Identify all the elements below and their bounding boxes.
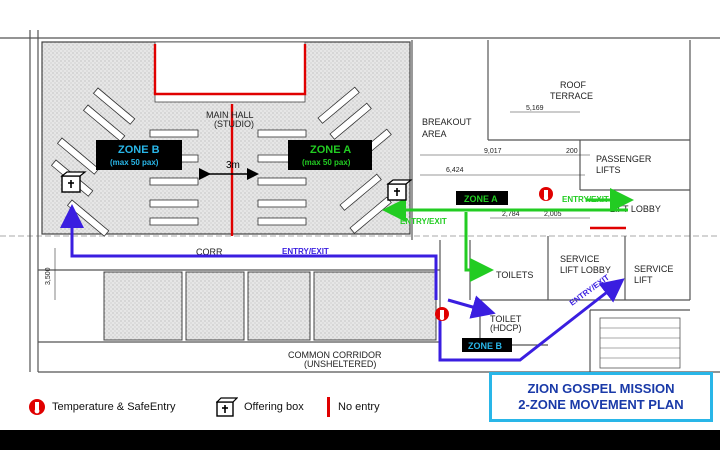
dim-6424: 6,424 (446, 167, 464, 174)
thermometer-scan-icon (435, 307, 449, 321)
zone-b-tag: ZONE B (468, 341, 503, 351)
dim-200: 200 (566, 148, 578, 155)
zone-a-entry-exit-left: ENTRY/EXIT (400, 217, 447, 226)
corr-label: CORR (196, 247, 223, 257)
dim-2005: 2,005 (544, 211, 562, 218)
main-hall-label: MAIN HALL (206, 110, 254, 120)
passenger-lifts-label-2: LIFTS (596, 165, 621, 175)
thermometer-scan-icon (539, 187, 553, 201)
legend: Temperature & SafeEntry Offering box No … (0, 392, 720, 430)
breakout-label-1: BREAKOUT (422, 117, 472, 127)
offering-box-icon (216, 397, 238, 417)
dimension-lines (54, 111, 590, 300)
gap-3m-label: 3m (226, 160, 240, 171)
zone-b-title: ZONE B (118, 144, 160, 156)
common-corridor-label: COMMON CORRIDOR (288, 350, 382, 360)
zone-b-entry-exit-left: ENTRY/EXIT (282, 247, 329, 256)
zone-a-route (382, 188, 634, 282)
roof-terrace-label-1: ROOF (560, 80, 587, 90)
service-lift-label-2: LIFT (634, 275, 653, 285)
no-entry-line-icon (327, 397, 330, 417)
zone-a-label-box (288, 140, 372, 170)
passenger-lifts-label-1: PASSENGER (596, 154, 652, 164)
zone-b-entry-exit-right: ENTRY/EXIT (568, 273, 611, 308)
toilet-hdcp-label-1: TOILET (490, 314, 522, 324)
dim-5169: 5,169 (526, 105, 544, 112)
plan-title-box: ZION GOSPEL MISSION 2-ZONE MOVEMENT PLAN (489, 372, 713, 422)
zone-a-tag: ZONE A (464, 194, 498, 204)
offering-box-icon (60, 171, 87, 193)
zone-b-label-box (96, 140, 182, 170)
offering-box-icon (386, 179, 413, 201)
stage-area (154, 41, 306, 103)
service-lift-lobby-label-1: SERVICE (560, 254, 599, 264)
floor-plan: 3m MAIN HALL (STUDIO) ROOF TERRACE BREAK… (0, 0, 720, 430)
zone-a-title: ZONE A (310, 144, 351, 156)
toilets-label: TOILETS (496, 270, 533, 280)
zone-b-tag-box (462, 338, 512, 352)
legend-item-temperature: Temperature & SafeEntry (28, 396, 176, 418)
main-hall-sublabel: (STUDIO) (214, 119, 254, 129)
dim-9017: 9,017 (484, 148, 502, 155)
zone-b-capacity: (max 50 pax) (110, 158, 159, 167)
lift-lobby-label: LIFT LOBBY (610, 204, 661, 214)
legend-item-offering: Offering box (216, 396, 304, 418)
service-lift-lobby-label-2: LIFT LOBBY (560, 265, 611, 275)
floor-plan-svg: 3m MAIN HALL (STUDIO) ROOF TERRACE BREAK… (0, 30, 720, 373)
zone-a-capacity: (max 50 pax) (302, 158, 351, 167)
legend-offering-label: Offering box (244, 401, 304, 413)
legend-no-entry-label: No entry (338, 401, 380, 413)
zone-a-tag-box (456, 191, 508, 205)
legend-item-no-entry: No entry (326, 396, 380, 418)
breakout-label-2: AREA (422, 129, 447, 139)
dim-3500: 3,500 (45, 267, 52, 285)
service-lift-label-1: SERVICE (634, 264, 673, 274)
plan-title-line-1: ZION GOSPEL MISSION (527, 381, 675, 396)
common-corridor-sublabel: (UNSHELTERED) (304, 359, 376, 369)
roof-terrace-label-2: TERRACE (550, 91, 593, 101)
corridor-rooms (103, 271, 437, 341)
zone-b-route (60, 204, 625, 362)
toilet-hdcp-label-2: (HDCP) (490, 323, 522, 333)
plan-title-line-2: 2-ZONE MOVEMENT PLAN (518, 397, 684, 412)
zone-a-entry-exit-right: ENTRY/EXIT (562, 195, 609, 204)
legend-temperature-label: Temperature & SafeEntry (52, 401, 176, 413)
thermometer-scan-icon (29, 399, 45, 415)
dim-2784: 2,784 (502, 211, 520, 218)
